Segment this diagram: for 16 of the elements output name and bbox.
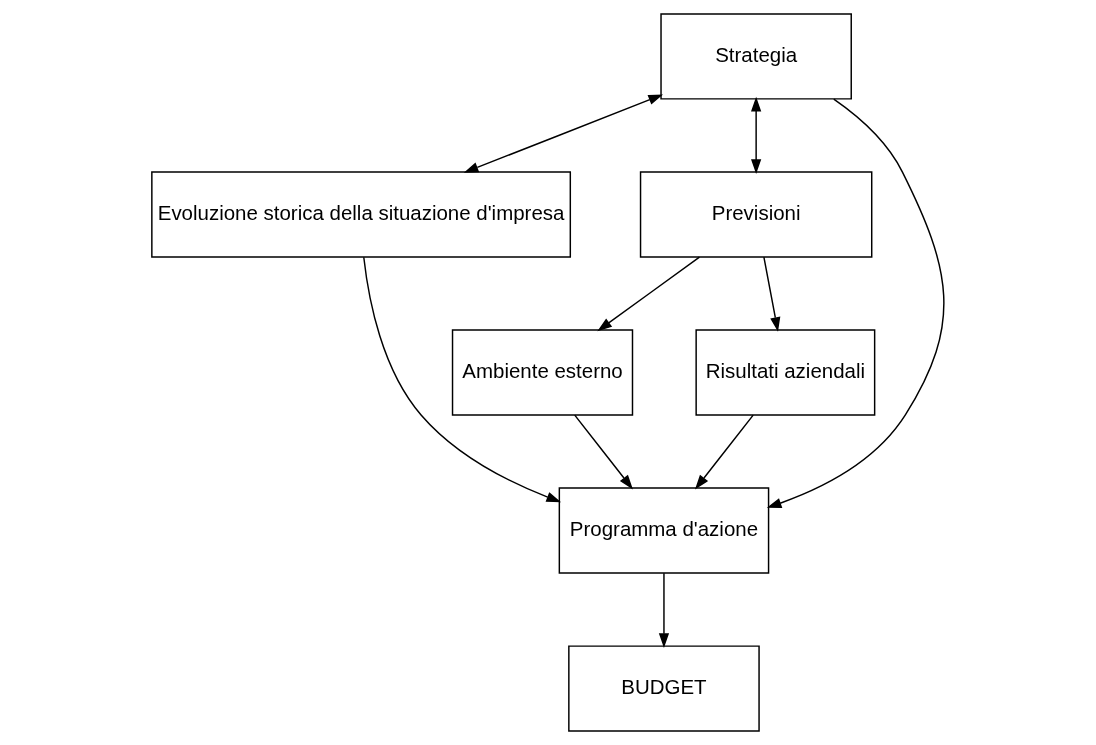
- arrow: [763, 256, 781, 332]
- node-box: Evoluzione storica della situazione d'impresa: [151, 171, 572, 258]
- node-box: BUDGET: [568, 645, 760, 732]
- arrow: [597, 256, 701, 332]
- arrow: [766, 98, 945, 508]
- node-box: Previsioni: [639, 171, 873, 258]
- arrow: [574, 414, 633, 490]
- node-box: Programma d'azione: [558, 487, 770, 574]
- node-box: Ambiente esterno: [451, 329, 634, 416]
- arrow: [694, 414, 754, 490]
- arrow: [363, 256, 562, 503]
- arrow: [463, 94, 664, 173]
- node-box: Strategia: [660, 13, 852, 100]
- arrow: [751, 96, 762, 174]
- arrow: [658, 572, 670, 648]
- node-box: Risultati aziendali: [695, 329, 876, 416]
